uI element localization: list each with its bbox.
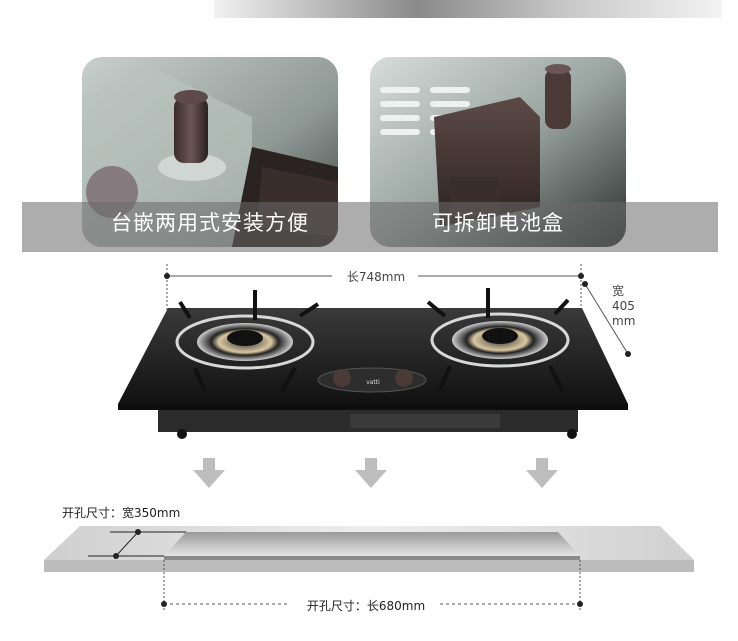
caption-band: [22, 202, 718, 252]
length-label: 长748mm: [346, 270, 406, 284]
down-arrow-icon: [193, 458, 225, 488]
width-dimension-line: [582, 281, 631, 357]
width-label: 宽 405 mm: [612, 284, 635, 329]
top-decor-band: [214, 0, 722, 18]
length-dimension-line: [164, 264, 584, 312]
width-label-line3: mm: [612, 314, 636, 328]
brand-mark: vatti: [366, 379, 380, 386]
width-label-line1: 宽: [612, 284, 625, 298]
countertop-cutout-illustration: [44, 526, 694, 610]
caption-install: 台嵌两用式安装方便: [111, 211, 309, 235]
cutout-width-label: 开孔尺寸：宽350mm: [62, 506, 181, 520]
down-arrow-icon: [355, 458, 387, 488]
cutout-length-label: 开孔尺寸：长680mm: [306, 599, 426, 613]
down-arrow-icon: [526, 458, 558, 488]
cooktop-illustration: vatti: [118, 288, 628, 439]
width-label-line2: 405: [612, 299, 635, 313]
caption-battery-box: 可拆卸电池盒: [432, 211, 564, 235]
